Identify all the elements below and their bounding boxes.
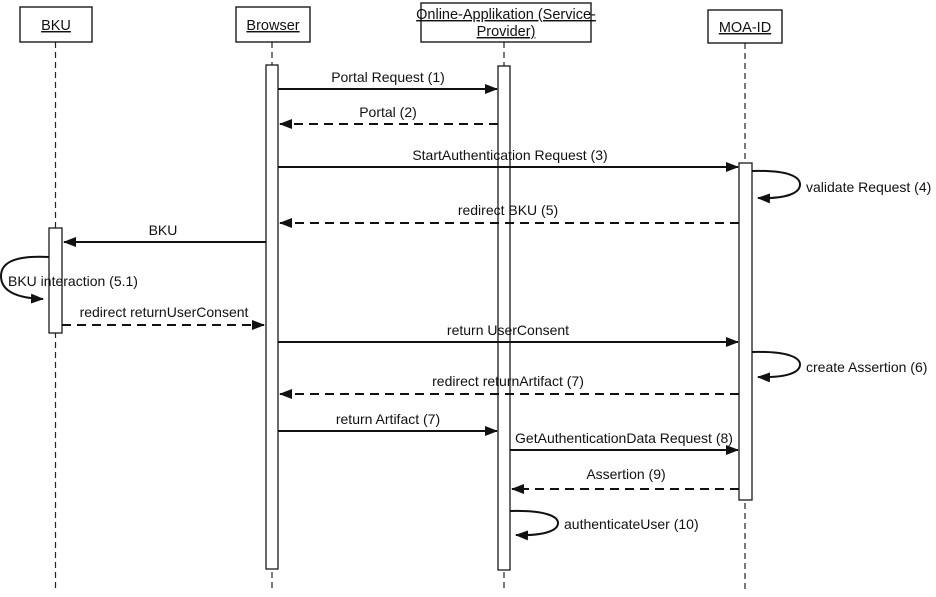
message-redirect-return-user-consent-label: redirect returnUserConsent [80, 304, 249, 320]
participant-browser-label: Browser [246, 18, 299, 34]
message-validate-request-label: validate Request (4) [806, 179, 931, 195]
message-redirect-bku: redirect BKU (5) [279, 202, 739, 228]
message-portal-label: Portal (2) [359, 104, 417, 120]
message-create-assertion: create Assertion (6) [751, 350, 927, 383]
activation-bar-moa-id [738, 162, 753, 501]
message-get-authentication-data-request: GetAuthenticationData Request (8) [510, 430, 739, 455]
message-return-user-consent: return UserConsent [278, 322, 739, 347]
participant-moa-id: MOA-ID [707, 9, 783, 44]
activation-bar-online-applikation [497, 65, 511, 571]
message-assertion-label: Assertion (9) [586, 466, 665, 482]
message-return-artifact-label: return Artifact (7) [336, 411, 440, 427]
message-redirect-return-artifact: redirect returnArtifact (7) [279, 373, 739, 399]
message-portal-request: Portal Request (1) [278, 69, 498, 94]
message-bku-label: BKU [149, 222, 178, 238]
participant-bku: BKU [19, 6, 93, 43]
participant-online-applikation-label-line2: Provider) [477, 24, 536, 40]
message-assertion: Assertion (9) [511, 466, 739, 494]
message-bku-interaction: BKU interaction (5.1) [0, 255, 138, 304]
message-authenticate-user: authenticateUser (10) [509, 509, 699, 541]
message-redirect-bku-label: redirect BKU (5) [458, 202, 558, 218]
activation-bar-browser [265, 64, 279, 570]
message-bku: BKU [63, 222, 266, 247]
message-portal: Portal (2) [279, 104, 498, 129]
message-return-artifact: return Artifact (7) [278, 411, 498, 436]
message-create-assertion-label: create Assertion (6) [806, 359, 927, 375]
message-redirect-return-artifact-label: redirect returnArtifact (7) [432, 373, 584, 389]
message-redirect-return-user-consent: redirect returnUserConsent [62, 304, 265, 330]
message-portal-request-label: Portal Request (1) [331, 69, 445, 85]
activation-bar-bku [48, 227, 63, 334]
message-validate-request: validate Request (4) [751, 169, 931, 204]
message-authenticate-user-label: authenticateUser (10) [564, 516, 699, 532]
participant-online-applikation: Online-Applikation (Service- Provider) [416, 2, 596, 43]
participant-online-applikation-label-line1: Online-Applikation (Service- [416, 7, 596, 23]
message-start-authentication-request: StartAuthentication Request (3) [278, 147, 739, 172]
message-start-authentication-request-label: StartAuthentication Request (3) [412, 147, 607, 163]
participant-moa-id-label: MOA-ID [719, 20, 771, 36]
message-get-authentication-data-request-label: GetAuthenticationData Request (8) [515, 430, 733, 446]
message-bku-interaction-label: BKU interaction (5.1) [8, 273, 138, 289]
message-return-user-consent-label: return UserConsent [447, 322, 569, 338]
participant-bku-label: BKU [41, 18, 71, 34]
participant-browser: Browser [235, 6, 311, 43]
